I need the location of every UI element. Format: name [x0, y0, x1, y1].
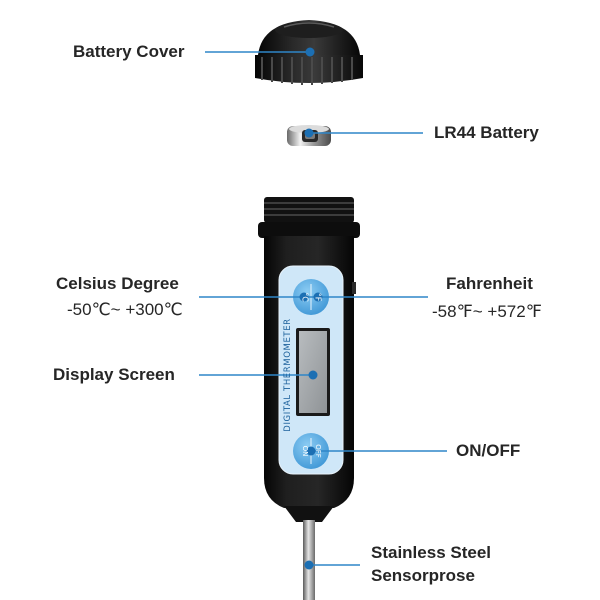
celsius-pointer-dot — [299, 292, 309, 302]
probe-needle-icon — [303, 520, 315, 600]
celsius-range-label: -50℃~ +300℃ — [67, 300, 183, 319]
display-screen-label: Display Screen — [53, 365, 175, 384]
on-off-pointer-dot — [306, 446, 316, 456]
unit-button-c-text: °C — [301, 292, 310, 302]
battery-cover-label: Battery Cover — [73, 42, 185, 61]
sensor-label-line1: Stainless Steel — [371, 543, 492, 562]
battery-cover-pointer-dot — [305, 47, 315, 57]
sensor-pointer-dot — [304, 560, 314, 570]
display-pointer-dot — [308, 370, 318, 380]
lr44-battery-label: LR44 Battery — [434, 123, 539, 142]
power-button-on-text: ON — [301, 446, 309, 457]
unit-button-f-text: °F — [314, 293, 323, 302]
power-button-off-text: OFF — [314, 444, 322, 458]
on-off-label: ON/OFF — [456, 441, 521, 460]
device-body-text: DIGITAL THERMOMETER — [283, 318, 293, 431]
leader-lines — [199, 47, 447, 570]
battery-cover-cap-icon — [255, 20, 363, 85]
sensor-label-line2: Sensorprose — [371, 566, 475, 585]
celsius-degree-label: Celsius Degree — [56, 274, 179, 293]
lr44-pointer-dot — [304, 128, 314, 138]
fahrenheit-range-label: -58℉~ +572℉ — [432, 302, 542, 321]
fahrenheit-label: Fahrenheit — [446, 274, 533, 293]
fahrenheit-pointer-dot — [313, 292, 323, 302]
